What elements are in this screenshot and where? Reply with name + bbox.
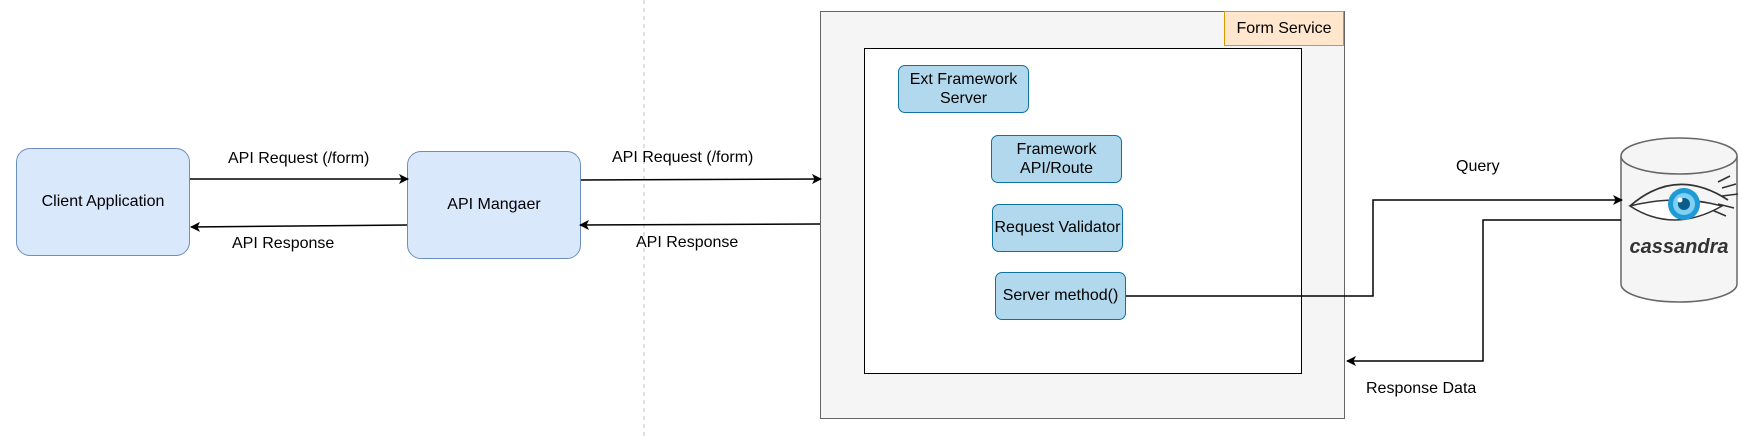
framework-api-route-node[interactable]: Framework API/Route — [991, 135, 1122, 183]
client-application-node[interactable]: Client Application — [16, 148, 190, 256]
api-request-label-1: API Request (/form) — [228, 150, 370, 167]
ext-framework-server-node[interactable]: Ext Framework Server — [898, 65, 1029, 113]
request-validator-node[interactable]: Request Validator — [992, 204, 1123, 252]
api-response-label-1: API Response — [232, 235, 335, 252]
api-response-label-2: API Response — [636, 234, 739, 251]
form-service-tag: Form Service — [1224, 11, 1344, 46]
cassandra-label: cassandra — [1630, 236, 1729, 258]
query-label: Query — [1456, 158, 1500, 175]
server-method-node[interactable]: Server method() — [995, 272, 1126, 320]
cassandra-eye-icon — [1628, 175, 1739, 221]
cassandra-database[interactable]: cassandra — [1618, 136, 1740, 306]
api-request-label-2: API Request (/form) — [612, 149, 754, 166]
response-data-label: Response Data — [1366, 380, 1477, 397]
api-manager-node[interactable]: API Mangaer — [407, 151, 581, 259]
